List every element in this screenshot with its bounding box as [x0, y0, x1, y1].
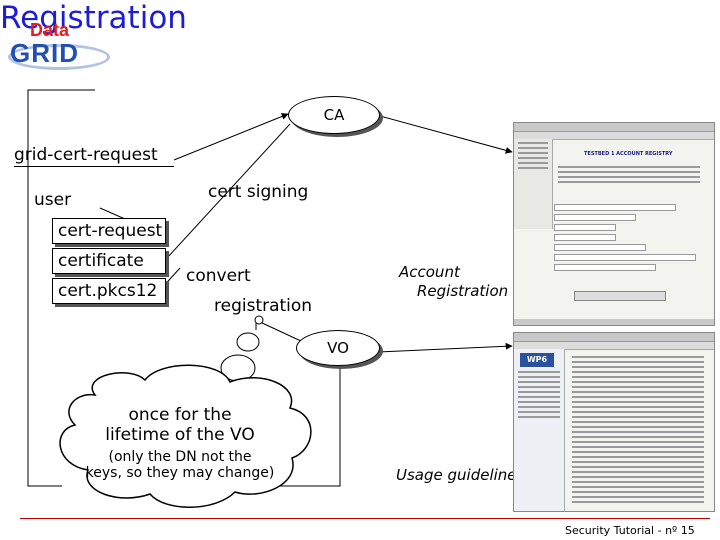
cloud-line3: (only the DN not the	[108, 449, 252, 465]
certificate-text: certificate	[58, 251, 144, 271]
arrow-ca-to-account	[379, 115, 513, 154]
account-label-line2: Registration	[417, 282, 509, 300]
screenshot-statusbar	[514, 319, 714, 325]
convert-label: convert	[186, 266, 251, 286]
logo-data-text: Data	[30, 20, 70, 40]
certificate-box: certificate	[52, 248, 166, 274]
usage-guidelines-screenshot: WP6	[513, 332, 715, 512]
screenshot-titlebar	[514, 123, 714, 132]
vo-node: VO	[296, 330, 380, 366]
usage-sidebar: WP6	[514, 349, 565, 511]
cloud-line4: keys, so they may change)	[85, 465, 275, 481]
cert-pkcs12-box: cert.pkcs12	[52, 278, 166, 304]
thought-cloud	[59, 364, 312, 508]
page-title: Registration	[0, 0, 187, 36]
account-registration-label: Account Registration	[399, 263, 508, 301]
arrow-vo-to-usage	[377, 342, 513, 353]
screenshot-form	[554, 201, 704, 274]
cert-signing-label: cert signing	[208, 182, 309, 202]
left-loop-line	[27, 89, 95, 487]
cert-request-box: cert-request	[52, 218, 166, 244]
thought-bubble-medium	[236, 332, 260, 352]
grid-cert-request-label: grid-cert-request	[14, 145, 158, 165]
datagrid-logo: Data GRID	[8, 20, 110, 70]
registration-label: registration	[214, 296, 313, 316]
cloud-line2: lifetime of the VO	[105, 425, 255, 445]
thought-bubble-small	[254, 315, 264, 325]
screenshot-sidebar	[514, 139, 553, 229]
wp6-logo: WP6	[520, 353, 554, 367]
screenshot-heading: TESTBED 1 ACCOUNT REGISTRY	[584, 151, 673, 157]
arrow-request-to-ca	[173, 113, 289, 161]
cloud-line1: once for the	[128, 405, 232, 425]
user-label: user	[34, 190, 72, 210]
cloud-text: once for the lifetime of the VO (only th…	[75, 405, 285, 481]
cert-request-text: cert-request	[58, 221, 163, 241]
account-registration-screenshot: TESTBED 1 ACCOUNT REGISTRY	[513, 122, 715, 326]
cert-pkcs12-text: cert.pkcs12	[58, 281, 158, 301]
account-label-line1: Account	[399, 263, 460, 281]
ca-label: CA	[323, 106, 345, 124]
usage-guidelines-label: Usage guidelines	[396, 466, 525, 484]
ca-node: CA	[288, 96, 380, 134]
usage-body	[568, 353, 708, 506]
footer-text: Security Tutorial - nº 15	[565, 524, 695, 537]
logo-ring	[8, 44, 110, 70]
screenshot-body	[554, 163, 704, 186]
footer-divider	[20, 518, 710, 519]
grid-cert-request-underline	[14, 166, 174, 167]
arrow-ca-to-certificate	[155, 123, 291, 271]
screenshot-toolbar	[514, 132, 714, 140]
vo-label: VO	[327, 339, 349, 357]
screenshot-submit	[574, 291, 666, 301]
